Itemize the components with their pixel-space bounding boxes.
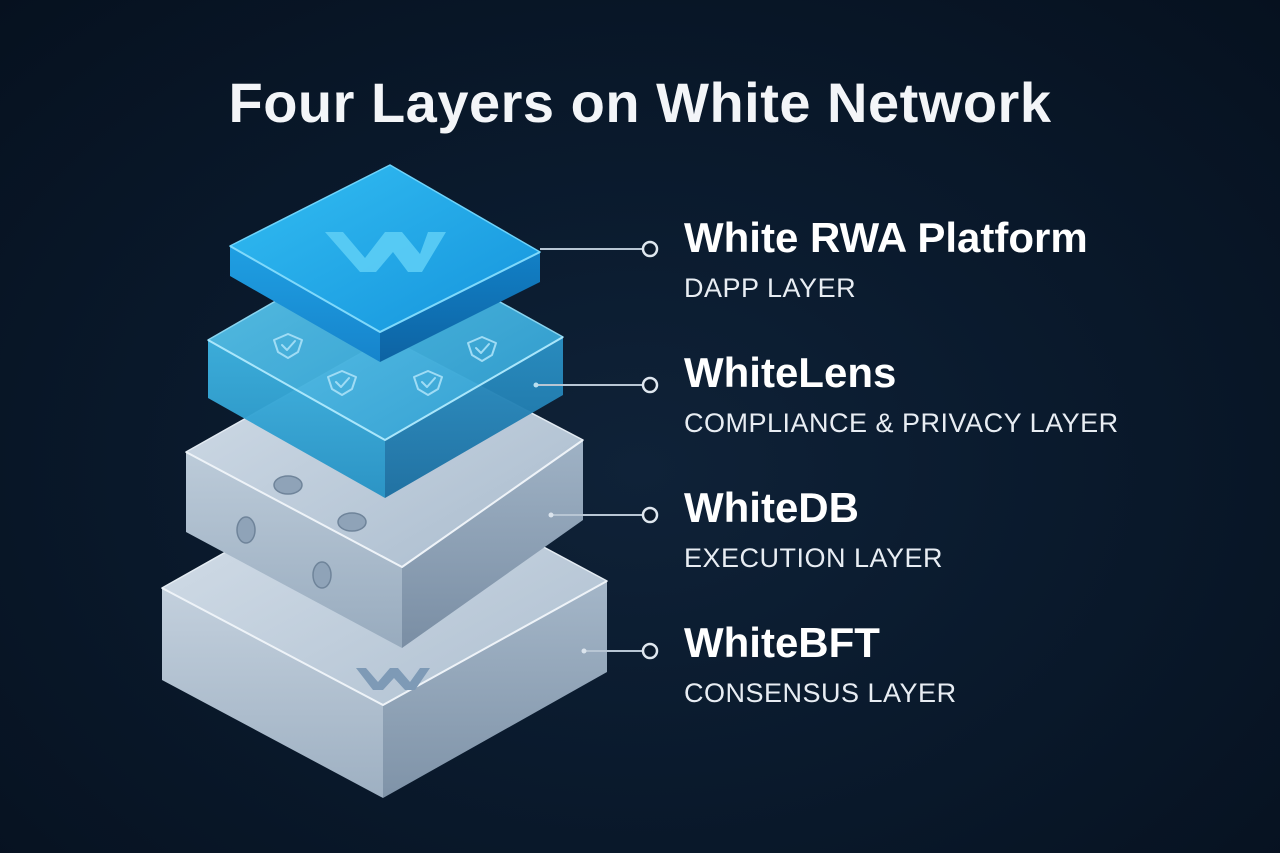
label-whitebft: WhiteBFT CONSENSUS LAYER [684, 619, 957, 709]
layer-name: WhiteBFT [684, 619, 880, 666]
connector-whitelens [533, 376, 659, 394]
connector-whitedb [548, 506, 659, 524]
layer-subtitle: EXECUTION LAYER [684, 543, 944, 573]
layer-subtitle: DAPP LAYER [684, 273, 857, 303]
layer-name: WhiteLens [684, 349, 897, 396]
layer-name: WhiteDB [684, 484, 859, 531]
connector-white-rwa-platform [540, 240, 659, 258]
connector-whitebft [581, 642, 659, 660]
page-title: Four Layers on White Network [228, 71, 1052, 134]
label-whitedb: WhiteDB EXECUTION LAYER [684, 484, 943, 574]
layer-subtitle: COMPLIANCE & PRIVACY LAYER [684, 408, 1119, 438]
label-white-rwa-platform: White RWA Platform DAPP LAYER [684, 214, 1088, 304]
label-whitelens: WhiteLens COMPLIANCE & PRIVACY LAYER [684, 349, 1119, 439]
white-rwa-platform-block [229, 164, 541, 362]
port-hole-icon [236, 475, 367, 589]
w-logo-icon [356, 668, 430, 690]
layer-subtitle: CONSENSUS LAYER [684, 678, 957, 708]
shield-check-icon [273, 333, 497, 396]
w-logo-icon [325, 232, 446, 272]
layer-name: White RWA Platform [684, 214, 1088, 261]
